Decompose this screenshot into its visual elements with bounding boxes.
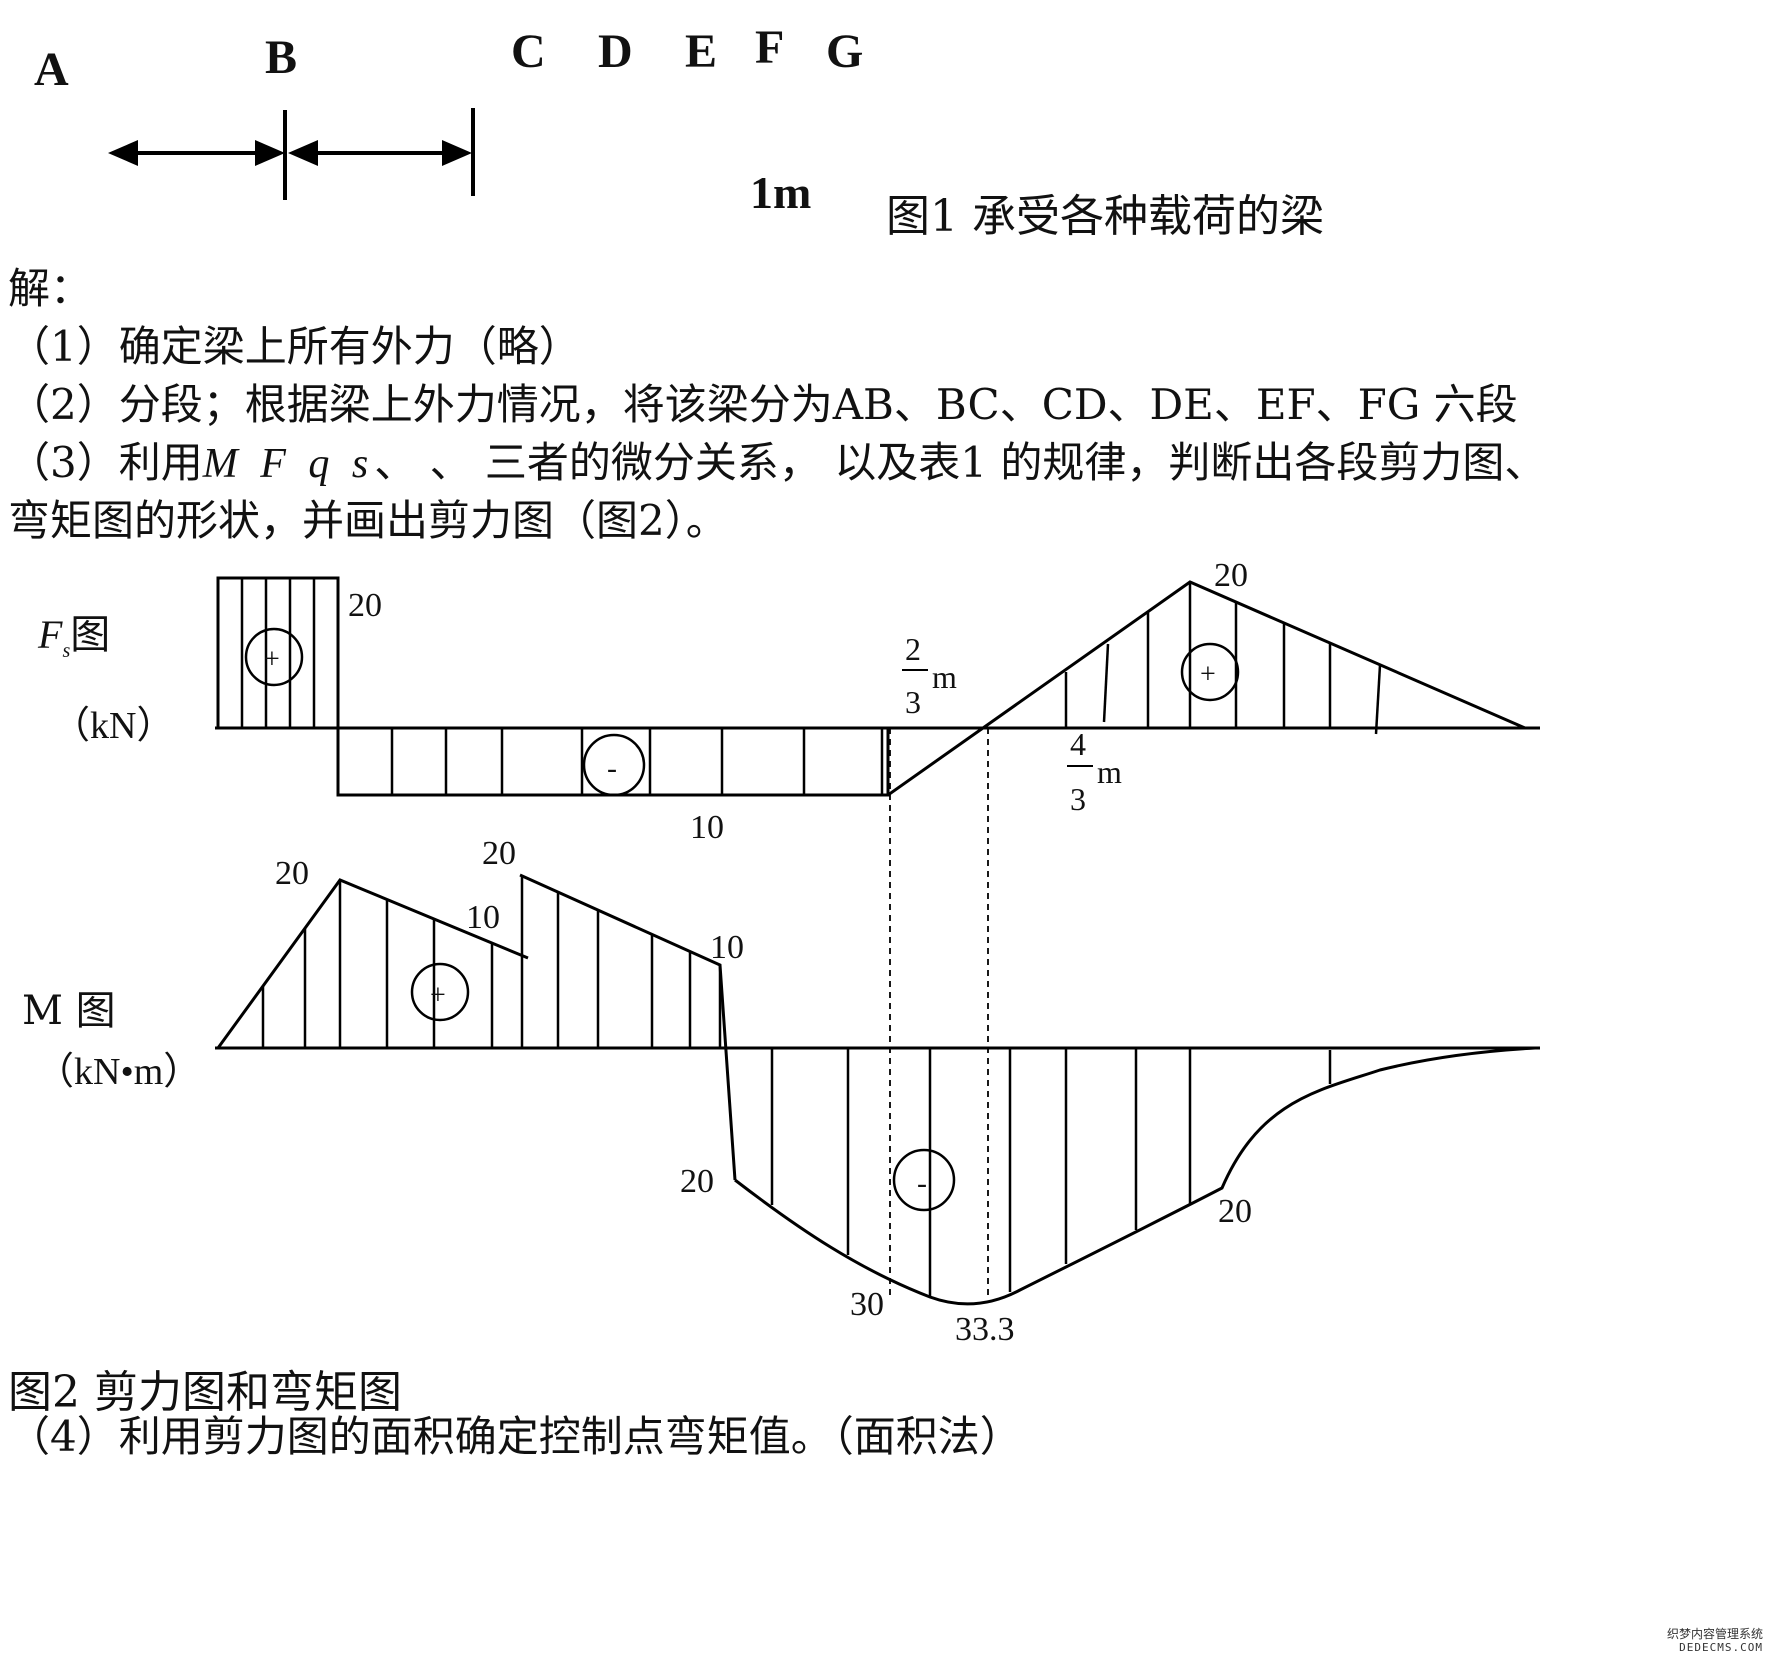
arrow-head-right <box>442 140 472 166</box>
point-label-d: D <box>598 25 633 78</box>
shear-sign-plus-1: + <box>264 644 280 675</box>
dimension-label: 1m <box>750 167 812 218</box>
shear-title-sub: s <box>62 640 71 662</box>
moment-title: M 图 <box>22 988 116 1034</box>
arrow-head-b-right <box>288 140 318 166</box>
fig1-dimension-arrows <box>108 108 475 200</box>
step-4: （4）利用剪力图的面积确定控制点弯矩值。（面积法） <box>8 1412 1022 1461</box>
peak-distance-denominator: 3 <box>1070 781 1086 817</box>
point-label-c: C <box>511 25 546 78</box>
moment-sign-circle-1 <box>410 962 470 1022</box>
shear-value-10: 10 <box>690 809 724 846</box>
moment-value-peak1: 20 <box>275 855 309 892</box>
point-label-g: G <box>826 25 864 78</box>
moment-unit: （kN•m） <box>36 1051 202 1093</box>
point-label-e: E <box>685 25 718 78</box>
shear-diagram <box>215 576 1540 797</box>
step-3-prefix: （3）利用 <box>8 438 203 487</box>
shear-title: Fs图 <box>38 602 110 663</box>
shear-sign-plus-2: + <box>1200 659 1216 690</box>
moment-value-neg-d: 30 <box>850 1286 884 1323</box>
shear-outline-left <box>216 576 890 797</box>
shear-sign-circle-3 <box>1180 642 1240 702</box>
moment-sign-minus: - <box>917 1167 927 1200</box>
zero-distance-numerator: 2 <box>905 631 921 667</box>
shear-title-main: F <box>38 612 63 657</box>
moment-value-end2: 10 <box>710 929 744 966</box>
shear-sign-circle-1 <box>244 627 304 687</box>
moment-sign-plus: + <box>430 980 446 1011</box>
step-2: （2）分段；根据梁上外力情况，将该梁分为AB、BC、CD、DE、EF、FG 六段 <box>8 380 1518 429</box>
peak-distance-numerator: 4 <box>1070 726 1086 762</box>
step-3-variables: M F q s <box>202 441 375 487</box>
zero-distance-denominator: 3 <box>905 684 921 720</box>
shear-sign-minus: - <box>607 752 617 785</box>
peak-distance-unit: m <box>1097 754 1122 790</box>
shear-sign-circle-2 <box>582 733 646 797</box>
watermark-line1: 织梦内容管理系统 <box>1666 1627 1763 1641</box>
moment-diagram <box>215 873 1540 1306</box>
zero-distance-unit: m <box>932 659 957 695</box>
point-label-b: B <box>265 31 298 84</box>
moment-value-peak2: 20 <box>482 835 516 872</box>
moment-sign-circle-2 <box>892 1148 956 1212</box>
moment-value-neg-min: 33.3 <box>955 1311 1015 1348</box>
solution-heading: 解： <box>8 264 93 313</box>
shear-value-20-right: 20 <box>1214 557 1248 594</box>
shear-title-suffix: 图 <box>70 612 111 658</box>
watermark-line2: DEDECMS.COM <box>1679 1641 1763 1654</box>
figure2-caption: 图2 剪力图和弯矩图 <box>8 1367 402 1418</box>
step-3-line1: （3）利用M F q s、 、 三者的微分关系， 以及表1 的规律，判断出各段剪… <box>8 438 1546 489</box>
point-label-f: F <box>755 21 785 74</box>
moment-value-neg-f: 20 <box>1218 1193 1252 1230</box>
step-1: （1）确定梁上所有外力（略） <box>8 322 581 371</box>
point-label-a: A <box>34 43 69 96</box>
watermark: 织梦内容管理系统 DEDECMS.COM <box>1667 1627 1763 1655</box>
moment-hatching <box>261 880 1332 1297</box>
figure1-caption: 图1 承受各种载荷的梁 <box>886 191 1324 242</box>
moment-outline-2 <box>519 873 737 1181</box>
step-3-line2: 弯矩图的形状，并画出剪力图（图2）。 <box>8 496 728 545</box>
shear-value-20-left: 20 <box>348 587 382 624</box>
moment-value-neg-start: 20 <box>680 1163 714 1200</box>
arrow-head-left <box>108 140 138 166</box>
shear-unit: （kN） <box>52 705 175 747</box>
moment-value-drop1: 10 <box>466 899 500 936</box>
moment-outline-negative <box>734 1046 1536 1306</box>
arrow-head-b-left <box>255 140 285 166</box>
step-3-rest: 、 、 三者的微分关系， 以及表1 的规律，判断出各段剪力图、 <box>374 438 1547 487</box>
